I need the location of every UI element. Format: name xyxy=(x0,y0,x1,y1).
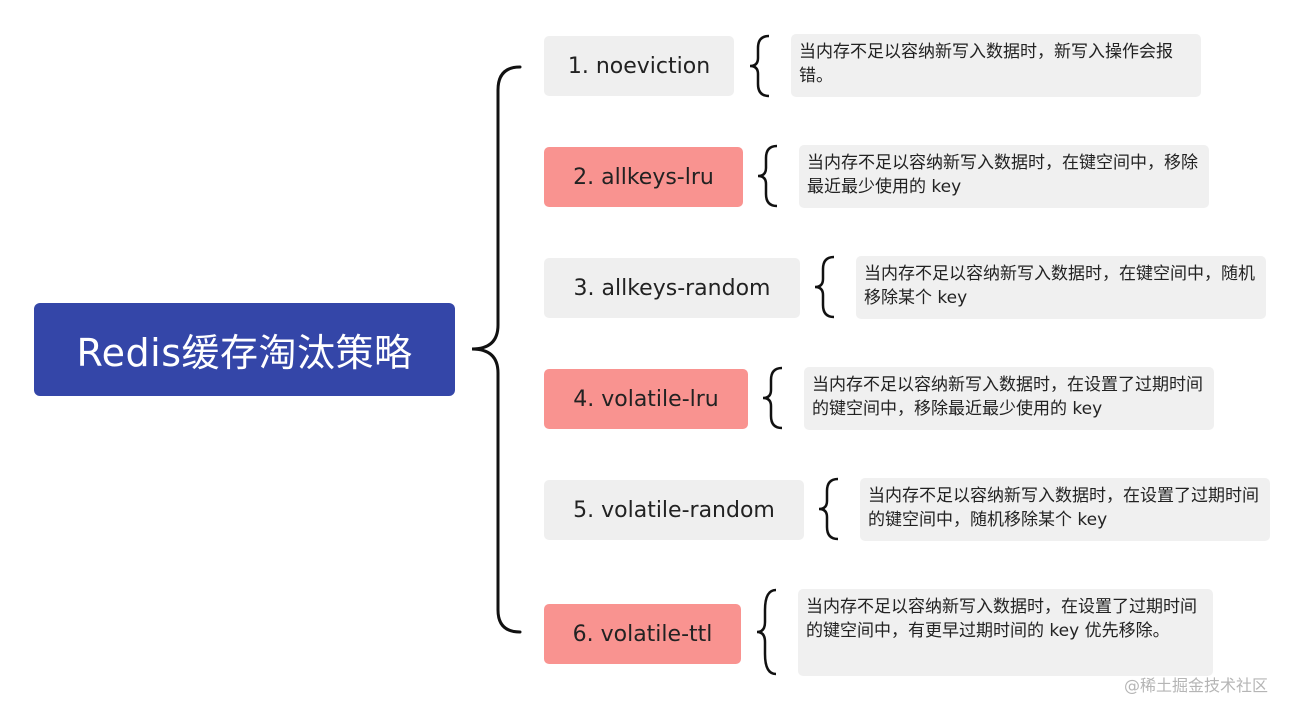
brace-4 xyxy=(762,366,783,430)
brace-5 xyxy=(818,477,839,541)
brace-1 xyxy=(749,34,770,98)
strategy-allkeys-random-description[interactable]: 当内存不足以容纳新写入数据时，在键空间中，随机移除某个 key xyxy=(856,256,1266,319)
main-brace xyxy=(471,65,522,634)
strategy-volatile-random-description[interactable]: 当内存不足以容纳新写入数据时，在设置了过期时间的键空间中，随机移除某个 key xyxy=(860,478,1270,541)
strategy-noeviction[interactable]: 1. noeviction xyxy=(544,36,734,96)
strategy-volatile-random[interactable]: 5. volatile-random xyxy=(544,480,804,540)
strategy-allkeys-random[interactable]: 3. allkeys-random xyxy=(544,258,800,318)
strategy-noeviction-description[interactable]: 当内存不足以容纳新写入数据时，新写入操作会报错。 xyxy=(791,34,1201,97)
strategy-volatile-lru-description[interactable]: 当内存不足以容纳新写入数据时，在设置了过期时间的键空间中，移除最近最少使用的 k… xyxy=(804,367,1214,430)
strategy-allkeys-lru-description[interactable]: 当内存不足以容纳新写入数据时，在键空间中，移除最近最少使用的 key xyxy=(799,145,1209,208)
strategy-volatile-ttl-description[interactable]: 当内存不足以容纳新写入数据时，在设置了过期时间的键空间中，有更早过期时间的 ke… xyxy=(798,589,1213,676)
site-watermark: @稀土掘金技术社区 xyxy=(1124,676,1269,695)
strategy-allkeys-lru[interactable]: 2. allkeys-lru xyxy=(544,147,743,207)
strategy-volatile-ttl[interactable]: 6. volatile-ttl xyxy=(544,604,741,664)
brace-2 xyxy=(757,144,778,208)
root-topic[interactable]: Redis缓存淘汰策略 xyxy=(34,303,455,396)
brace-3 xyxy=(814,255,835,319)
brace-6 xyxy=(756,588,777,676)
strategy-volatile-lru[interactable]: 4. volatile-lru xyxy=(544,369,748,429)
